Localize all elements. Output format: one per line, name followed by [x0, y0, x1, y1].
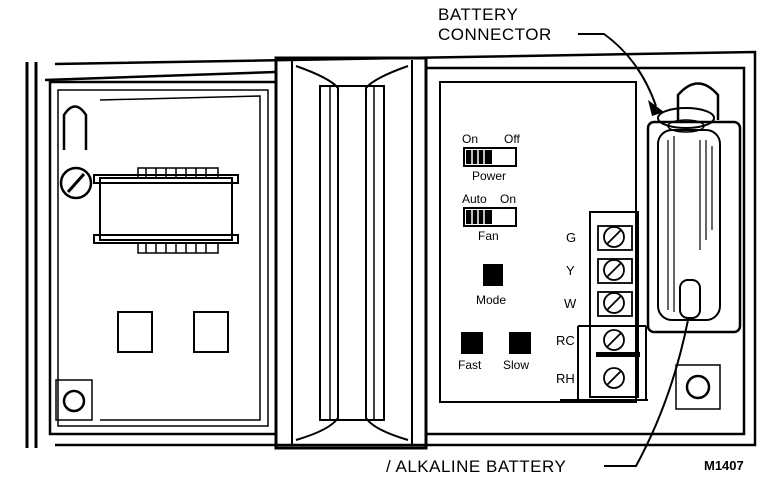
battery-connector-label-1: BATTERY — [438, 5, 518, 24]
terminal-screw-w — [603, 292, 625, 314]
terminal-screw-g — [603, 226, 625, 248]
terminal-screw-rh — [603, 367, 625, 389]
terminal-screw-y — [603, 259, 625, 281]
fast-label: Fast — [458, 358, 482, 372]
power-off-label: Off — [504, 132, 520, 146]
figure-code: M1407 — [704, 458, 744, 473]
fan-auto-label: Auto — [462, 192, 487, 206]
terminal-label-g: G — [566, 230, 576, 245]
power-on-label: On — [462, 132, 478, 146]
battery-connector-label-2: CONNECTOR — [438, 25, 552, 44]
terminal-label-rh: RH — [556, 371, 575, 386]
terminal-screw-rc — [603, 329, 625, 351]
power-label: Power — [472, 169, 506, 183]
fan-switch[interactable] — [463, 207, 517, 227]
slow-label: Slow — [503, 358, 529, 372]
alkaline-battery-label: / ALKALINE BATTERY — [386, 457, 566, 476]
fan-on-label: On — [500, 192, 516, 206]
terminal-label-rc: RC — [556, 333, 575, 348]
slow-button[interactable] — [509, 332, 531, 354]
fan-label: Fan — [478, 229, 499, 243]
terminal-label-y: Y — [566, 263, 575, 278]
mode-button[interactable] — [483, 264, 503, 286]
power-switch[interactable] — [463, 147, 517, 167]
mode-label: Mode — [476, 293, 506, 307]
fast-button[interactable] — [461, 332, 483, 354]
terminal-label-w: W — [564, 296, 577, 311]
